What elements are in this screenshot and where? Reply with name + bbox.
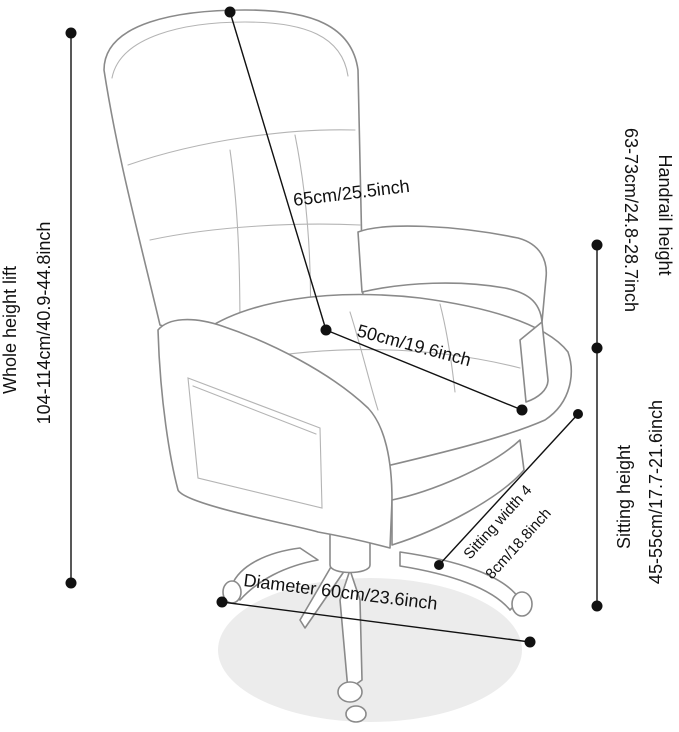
- label-handrail-title: Handrail height: [655, 154, 675, 275]
- chair-illustration: [103, 9, 573, 723]
- backrest: [103, 9, 365, 346]
- dot-diameter-right: [524, 636, 536, 648]
- label-sitting-height-title: Sitting height: [614, 445, 634, 549]
- dot-diameter-left: [216, 596, 228, 608]
- dot-sitting-bottom: [591, 600, 603, 612]
- dot-height-bottom: [65, 577, 77, 589]
- dot-backrest-top: [224, 6, 236, 18]
- dimension-sitting-height: Sitting height 45-55cm/17.7-21.6inch: [591, 348, 666, 612]
- label-whole-height-title: Whole height lift: [0, 266, 20, 394]
- label-sitting-height-value: 45-55cm/17.7-21.6inch: [646, 400, 666, 584]
- armrest-left: [157, 318, 393, 549]
- dot-seat-front: [516, 404, 528, 416]
- dot-height-top: [65, 27, 77, 39]
- dimension-whole-height: Whole height lift 104-114cm/40.9-44.8inc…: [0, 27, 77, 589]
- dot-width-bottom: [434, 560, 444, 570]
- label-handrail-value: 63-73cm/24.8-28.7inch: [621, 128, 641, 312]
- dimension-handrail-height: Handrail height 63-73cm/24.8-28.7inch: [591, 128, 675, 354]
- label-whole-height-value: 104-114cm/40.9-44.8inch: [34, 222, 54, 425]
- dot-width-top: [573, 409, 583, 419]
- floor-shadow: [218, 578, 522, 722]
- dot-handrail-top: [591, 239, 603, 251]
